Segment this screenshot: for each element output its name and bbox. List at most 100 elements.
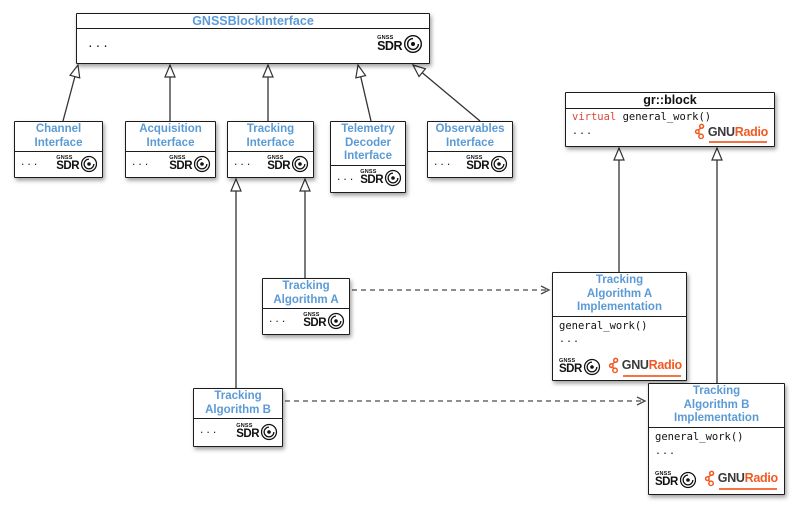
- gnuradio-gnu-text: GNU: [717, 471, 745, 485]
- gnss-sdr-spiral-icon: [193, 155, 211, 173]
- class-title: Tracking Interface: [228, 122, 313, 152]
- gnss-sdr-logo: GNSS SDR: [236, 423, 278, 441]
- gnss-sdr-spiral-icon: [384, 169, 402, 186]
- class-title: Observables Interface: [428, 122, 512, 152]
- gnss-sdr-top-text: GNSS: [303, 312, 320, 318]
- class-gnssblockinterface: GNSSBlockInterface ... GNSS SDR: [76, 13, 430, 64]
- gnss-sdr-main-text: SDR: [303, 317, 326, 329]
- gnss-sdr-spiral-icon: [583, 358, 600, 375]
- class-tracking-algorithm-a-implementation: Tracking Algorithm A Implementation gene…: [552, 272, 687, 381]
- title-line: Implementation: [674, 412, 759, 424]
- inherit-telemetry-to-gnssblock: [355, 63, 372, 122]
- gnss-sdr-spiral-icon: [679, 471, 696, 488]
- gnss-sdr-top-text: GNSS: [377, 35, 394, 41]
- gnss-sdr-logo: GNSS SDR: [377, 34, 423, 54]
- gnss-sdr-wordmark: GNSS SDR: [303, 312, 326, 329]
- class-title: gr::block: [566, 93, 774, 109]
- class-channel-interface: Channel Interface ... GNSS SDR: [14, 121, 103, 178]
- members-ellipsis: ...: [433, 158, 453, 168]
- title-line: Interface: [446, 136, 494, 149]
- members-ellipsis: ...: [131, 158, 151, 168]
- gnss-sdr-wordmark: GNSS SDR: [169, 155, 192, 172]
- gnss-sdr-wordmark: GNSS SDR: [655, 471, 678, 488]
- members-ellipsis: ...: [87, 37, 110, 50]
- gnuradio-radio-text: Radio: [648, 358, 683, 372]
- gnss-sdr-spiral-icon: [490, 155, 508, 173]
- class-tracking-algorithm-b-implementation: Tracking Algorithm B Implementation gene…: [648, 383, 785, 495]
- gnss-sdr-wordmark: GNSS SDR: [559, 357, 582, 375]
- gnss-sdr-spiral-icon: [291, 155, 309, 173]
- title-line: Algorithm A: [273, 293, 339, 306]
- gnss-sdr-spiral-icon: [327, 312, 345, 330]
- gnss-sdr-wordmark: GNSS SDR: [267, 155, 290, 172]
- gnss-sdr-top-text: GNSS: [559, 357, 576, 364]
- gnuradio-tagline-bar: [708, 141, 767, 143]
- gnss-sdr-spiral-icon: [80, 155, 98, 173]
- title-line: Tracking: [692, 385, 741, 397]
- gnss-sdr-logo: GNSS SDR: [169, 155, 211, 173]
- gnss-sdr-top-text: GNSS: [236, 423, 253, 429]
- gnss-sdr-spiral-icon: [260, 423, 278, 441]
- members-ellipsis: ...: [199, 426, 219, 436]
- class-tracking-interface: Tracking Interface ... GNSS SDR: [227, 121, 314, 178]
- gnss-sdr-main-text: SDR: [267, 160, 290, 172]
- gnss-sdr-main-text: SDR: [377, 39, 402, 53]
- gnuradio-icon: [608, 357, 619, 373]
- class-gr-block: gr::block virtual general_work() ... GNU…: [565, 92, 775, 147]
- gnss-sdr-main-text: SDR: [559, 362, 582, 375]
- gnss-sdr-top-text: GNSS: [360, 168, 377, 175]
- title-line: Algorithm B: [205, 403, 271, 416]
- gnss-sdr-spiral-icon: [403, 34, 423, 54]
- members-ellipsis: ...: [336, 172, 356, 183]
- title-line: Interface: [246, 136, 295, 149]
- members-ellipsis: ...: [233, 158, 253, 168]
- title-line: Implementation: [577, 301, 662, 313]
- gnss-sdr-logo: GNSS SDR: [559, 358, 601, 376]
- gnss-sdr-main-text: SDR: [655, 475, 678, 488]
- inherit-channel-to-gnssblock: [62, 63, 81, 122]
- gnss-sdr-logo: GNSS SDR: [267, 155, 309, 173]
- title-line: Observables: [435, 123, 505, 135]
- class-title: Tracking Algorithm A: [263, 279, 349, 309]
- gnss-sdr-wordmark: GNSS SDR: [466, 155, 489, 172]
- members-ellipsis: ...: [655, 445, 677, 457]
- gnss-sdr-main-text: SDR: [236, 428, 259, 440]
- gnuradio-icon: [694, 123, 705, 140]
- members-ellipsis: ...: [559, 333, 581, 345]
- class-telemetry-decoder-interface: Telemetry Decoder Interface ... GNSS SDR: [330, 121, 406, 193]
- gnss-sdr-wordmark: GNSS SDR: [377, 35, 402, 53]
- gnss-sdr-logo: GNSS SDR: [655, 471, 697, 489]
- gnss-sdr-top-text: GNSS: [169, 155, 186, 161]
- gnss-sdr-wordmark: GNSS SDR: [360, 168, 383, 186]
- gnss-sdr-wordmark: GNSS SDR: [236, 423, 259, 440]
- gnss-sdr-main-text: SDR: [169, 160, 192, 172]
- class-title: Tracking Algorithm A Implementation: [553, 273, 686, 317]
- title-line: Tracking: [595, 274, 644, 286]
- title-line: Tracking: [214, 390, 262, 402]
- gnss-sdr-main-text: SDR: [360, 173, 383, 186]
- class-tracking-algorithm-b: Tracking Algorithm B ... GNSS SDR: [193, 388, 283, 447]
- gnuradio-gnu-text: GNU: [707, 124, 735, 139]
- gnss-sdr-top-text: GNSS: [56, 155, 73, 161]
- class-tracking-algorithm-a: Tracking Algorithm A ... GNSS SDR: [262, 278, 350, 335]
- gnuradio-icon: [704, 470, 715, 486]
- class-title: Channel Interface: [15, 122, 102, 152]
- gnss-sdr-logo: GNSS SDR: [303, 312, 345, 330]
- class-observables-interface: Observables Interface ... GNSS SDR: [427, 121, 513, 178]
- gnss-sdr-logo: GNSS SDR: [360, 169, 402, 187]
- method-signature: virtual general_work(): [572, 111, 711, 123]
- gnuradio-tagline-bar: [622, 374, 681, 377]
- members-ellipsis: ...: [268, 315, 288, 325]
- gnss-sdr-main-text: SDR: [56, 160, 79, 172]
- class-title: Tracking Algorithm B Implementation: [649, 384, 784, 428]
- virtual-keyword: virtual: [572, 111, 617, 123]
- title-line: Interface: [146, 136, 195, 149]
- class-title: Acquisition Interface: [126, 122, 215, 152]
- method-signature: general_work(): [655, 430, 744, 443]
- gnuradio-radio-text: Radio: [744, 471, 779, 485]
- gnss-sdr-top-text: GNSS: [267, 155, 284, 161]
